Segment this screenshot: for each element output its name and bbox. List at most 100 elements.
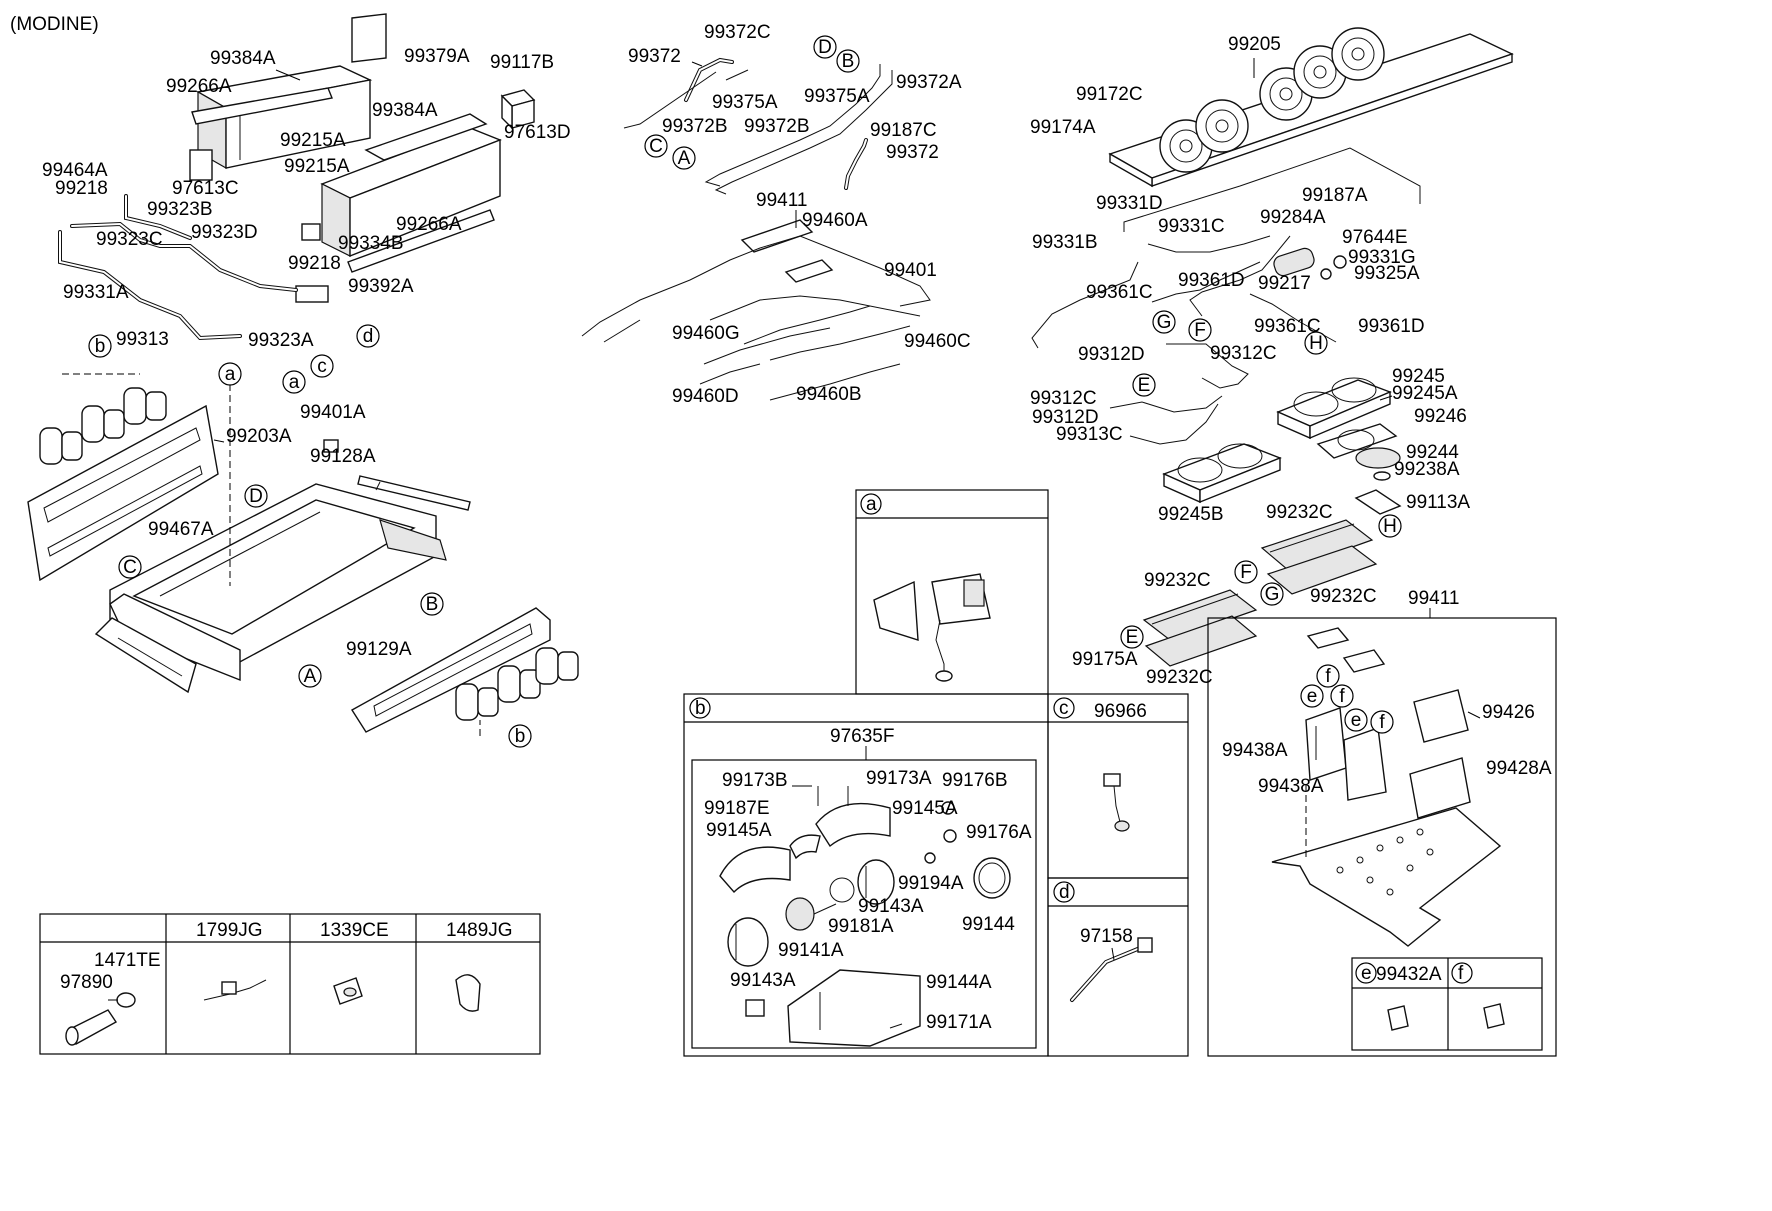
callout-letter: E — [1126, 627, 1139, 648]
callout-circle — [813, 35, 837, 59]
callout-marker: c — [310, 354, 334, 378]
part-label: 99232C — [1144, 570, 1211, 591]
part-label: 99375A — [712, 92, 778, 113]
part-label: 99323A — [248, 330, 314, 351]
callout-marker: f — [1330, 684, 1354, 708]
part-label: 99426 — [1482, 702, 1535, 723]
part-label: 99460G — [672, 323, 740, 344]
part-label: 99361D — [1178, 270, 1245, 291]
part-label: 99215A — [284, 156, 350, 177]
part-label: 1799JG — [196, 920, 263, 941]
part-label: 99323D — [191, 222, 258, 243]
part-label: 99331A — [63, 282, 129, 303]
callout-circle — [244, 484, 268, 508]
part-label: 99312C — [1210, 343, 1277, 364]
part-label: 99438A — [1222, 740, 1288, 761]
part-label: 99113A — [1406, 492, 1470, 513]
callout-circle — [836, 49, 860, 73]
part-label: 99313 — [116, 329, 169, 350]
part-label: 99266A — [166, 76, 232, 97]
part-label: 1489JG — [446, 920, 513, 941]
part-label: 99331G — [1348, 247, 1416, 268]
part-label: 99401A — [300, 402, 366, 423]
part-label: 99181A — [828, 916, 894, 937]
callout-marker: H — [1378, 514, 1402, 538]
part-label: 99372B — [662, 116, 728, 137]
callout-circle — [1188, 318, 1212, 342]
part-label: 99361C — [1254, 316, 1321, 337]
blower-motor-group-lower — [455, 647, 579, 721]
part-label: 99361D — [1358, 316, 1425, 337]
callout-marker: b — [88, 334, 112, 358]
part-label: 99173A — [866, 768, 932, 789]
part-label: 99145A — [706, 820, 772, 841]
part-label: 99334B — [338, 233, 404, 254]
inset-a: a — [855, 489, 1049, 695]
part-label: 99384A — [210, 48, 276, 69]
part-label: 99375A — [804, 86, 870, 107]
callout-circle — [1120, 625, 1144, 649]
part-label: 99244 — [1406, 442, 1459, 463]
part-label: 99141A — [778, 940, 844, 961]
part-label: 99372 — [886, 142, 939, 163]
inset-e-part: 99432A — [1376, 964, 1442, 985]
callout-circle — [1234, 560, 1258, 584]
part-label: 99172C — [1076, 84, 1143, 105]
part-label: 99379A — [404, 46, 470, 67]
inset-d: d — [1047, 877, 1189, 1057]
callout-letter: e — [1307, 686, 1318, 707]
part-label: 99372A — [896, 72, 962, 93]
callout-circle — [310, 354, 334, 378]
callout-circle — [508, 724, 532, 748]
callout-marker: f — [1370, 710, 1394, 734]
part-label: 99384A — [372, 100, 438, 121]
callout-letter: d — [363, 326, 374, 347]
part-label: 99215A — [280, 130, 346, 151]
inset-fuses: e 99432A f — [1351, 957, 1543, 1051]
callout-letter: G — [1265, 584, 1280, 605]
callout-letter: H — [1309, 333, 1323, 354]
header-variant-label: (MODINE) — [10, 14, 99, 35]
part-label: 99401 — [884, 260, 937, 281]
part-label: 99144 — [962, 914, 1015, 935]
part-label: 99438A — [1258, 776, 1324, 797]
callout-marker: B — [420, 592, 444, 616]
condenser-fan-grilles — [1159, 27, 1385, 173]
part-label: 97613D — [504, 122, 571, 143]
callout-letter: e — [1351, 710, 1362, 731]
inset-b-letter: b — [695, 698, 706, 719]
callout-circle — [644, 134, 668, 158]
part-label: 99372 — [628, 46, 681, 67]
roof-housing-assembly — [27, 373, 579, 736]
callout-letter: B — [842, 51, 855, 72]
part-label: 99173B — [722, 770, 788, 791]
callout-letter: c — [317, 356, 327, 377]
callout-circle — [356, 324, 380, 348]
callout-marker: e — [1344, 708, 1368, 732]
callout-marker: D — [813, 35, 837, 59]
wiring-harness — [581, 210, 931, 401]
part-label: 99238A — [1394, 459, 1460, 480]
part-label: 99266A — [396, 214, 462, 235]
callout-letter: G — [1157, 312, 1172, 333]
part-label: 99232C — [1310, 586, 1377, 607]
part-label: 99175A — [1072, 649, 1138, 670]
callout-marker: A — [672, 146, 696, 170]
callout-circle — [1378, 514, 1402, 538]
callout-circle — [1152, 310, 1176, 334]
part-label: 99467A — [148, 519, 214, 540]
callout-letter: f — [1325, 666, 1331, 687]
part-label: 1339CE — [320, 920, 389, 941]
callout-circle — [1300, 684, 1324, 708]
part-label: 99246 — [1414, 406, 1467, 427]
part-label: 99218 — [288, 253, 341, 274]
part-label: 99331C — [1158, 216, 1225, 237]
part-label: 99460B — [796, 384, 862, 405]
callout-marker: D — [244, 484, 268, 508]
part-label: 99176A — [966, 822, 1032, 843]
inset-b-blower: b — [683, 693, 1049, 1057]
part-label: 97890 — [60, 972, 113, 993]
callout-marker: F — [1188, 318, 1212, 342]
part-label: 99361C — [1086, 282, 1153, 303]
